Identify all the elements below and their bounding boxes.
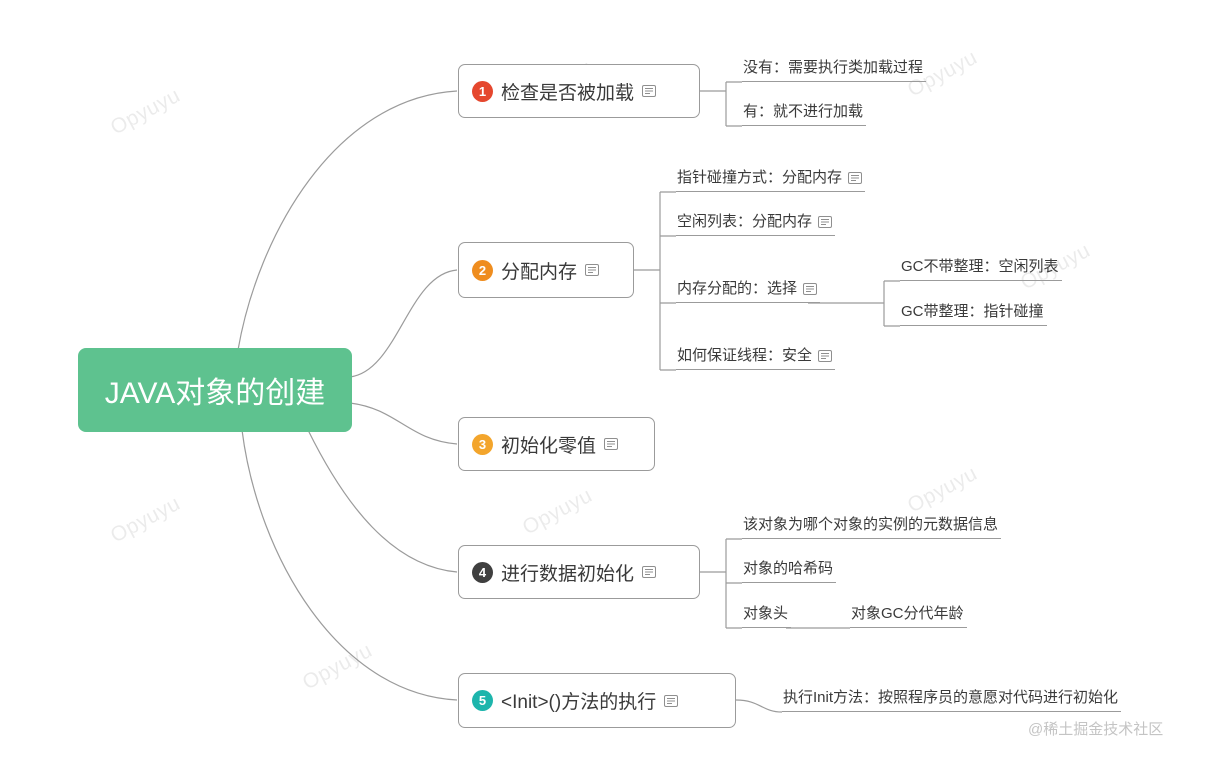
leaf-gc-age[interactable]: 对象GC分代年龄 (850, 604, 967, 628)
leaf-label: 内存分配的：选择 (677, 280, 798, 297)
leaf-label: 有：就不进行加载 (743, 103, 864, 120)
leaf-label: 没有：需要执行类加载过程 (743, 59, 924, 76)
branch-label: 进行数据初始化 (501, 563, 635, 585)
branch-label: <Init>()方法的执行 (501, 692, 657, 713)
note-icon[interactable] (848, 171, 863, 185)
leaf-label: 指针碰撞方式：分配内存 (677, 169, 843, 186)
branch-node-init-zero[interactable]: 3 初始化零值 (458, 417, 655, 471)
bracket-branch2 (634, 191, 676, 371)
note-icon[interactable] (818, 349, 833, 363)
link-root-branch3 (349, 402, 458, 445)
leaf-free-list[interactable]: 空闲列表：分配内存 (676, 212, 836, 236)
leaf-exec-init[interactable]: 执行Init方法：按照程序员的意愿对代码进行初始化 (782, 688, 1122, 712)
leaf-object-header[interactable]: 对象头 (742, 604, 792, 628)
badge-1: 1 (472, 80, 493, 102)
leaf-label: GC带整理：指针碰撞 (901, 303, 1044, 320)
note-icon[interactable] (604, 437, 619, 451)
leaf-label: 该对象为哪个对象的实例的元数据信息 (743, 516, 999, 533)
leaf-hashcode[interactable]: 对象的哈希码 (742, 559, 837, 583)
badge-5: 5 (472, 690, 493, 711)
link-root-branch1 (237, 90, 458, 351)
branch-node-init-method[interactable]: 5 <Init>()方法的执行 (458, 673, 736, 728)
leaf-pointer-bump[interactable]: 指针碰撞方式：分配内存 (676, 168, 866, 192)
bracket-memory-choice (808, 280, 900, 327)
leaf-thread-safety[interactable]: 如何保证线程：安全 (676, 346, 836, 370)
note-icon[interactable] (664, 694, 679, 708)
leaf-gc-no-compact[interactable]: GC不带整理：空闲列表 (900, 257, 1062, 281)
leaf-gc-compact[interactable]: GC带整理：指针碰撞 (900, 302, 1047, 326)
branch-label: 检查是否被加载 (501, 82, 635, 104)
link-root-branch5 (241, 429, 458, 701)
branch-node-data-init[interactable]: 4 进行数据初始化 (458, 545, 700, 599)
leaf-label: GC不带整理：空闲列表 (901, 258, 1059, 275)
bracket-branch4 (700, 538, 742, 629)
leaf-label: 对象GC分代年龄 (851, 605, 964, 622)
watermark-credit: @稀土掘金技术社区 (1028, 721, 1164, 738)
note-icon[interactable] (803, 282, 818, 296)
leaf-memory-choice[interactable]: 内存分配的：选择 (676, 279, 821, 303)
link-root-branch2 (349, 269, 458, 378)
link-branch5-child (735, 699, 783, 713)
note-icon[interactable] (642, 84, 657, 98)
leaf-metadata-info[interactable]: 该对象为哪个对象的实例的元数据信息 (742, 515, 1002, 539)
leaf-already-loaded[interactable]: 有：就不进行加载 (742, 102, 867, 126)
note-icon[interactable] (585, 263, 600, 277)
link-root-branch4 (307, 429, 458, 573)
leaf-label: 对象头 (743, 605, 789, 622)
branch-node-allocate-memory[interactable]: 2 分配内存 (458, 242, 634, 298)
leaf-label: 对象的哈希码 (743, 560, 834, 577)
branch-label: 初始化零值 (501, 435, 597, 457)
root-node[interactable]: JAVA对象的创建 (78, 348, 352, 432)
note-icon[interactable] (642, 565, 657, 579)
leaf-label: 如何保证线程：安全 (677, 347, 813, 364)
badge-2: 2 (472, 259, 493, 281)
leaf-label: 空闲列表：分配内存 (677, 213, 813, 230)
badge-3: 3 (472, 433, 493, 455)
note-icon[interactable] (818, 215, 833, 229)
bracket-branch1 (700, 81, 742, 127)
leaf-label: 执行Init方法：按照程序员的意愿对代码进行初始化 (783, 689, 1119, 706)
branch-node-check-loaded[interactable]: 1 检查是否被加载 (458, 64, 700, 118)
branch-label: 分配内存 (501, 261, 578, 283)
badge-4: 4 (472, 561, 493, 583)
leaf-not-loaded[interactable]: 没有：需要执行类加载过程 (742, 58, 927, 82)
